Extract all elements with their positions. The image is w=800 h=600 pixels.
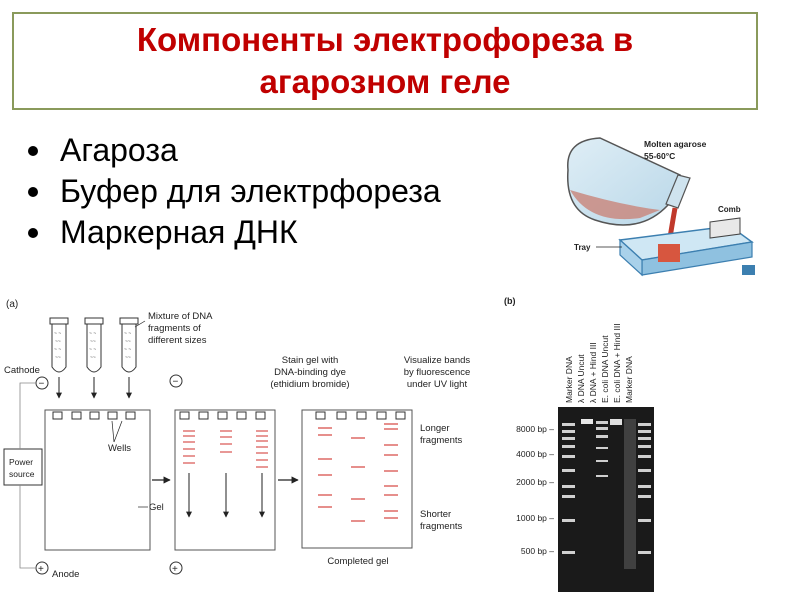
title-line-1: Компоненты электрофореза в bbox=[136, 21, 634, 58]
title-box: Компоненты электрофореза в агарозном гел… bbox=[12, 12, 758, 110]
stain-label-1: Stain gel with bbox=[282, 355, 339, 366]
lambda-uncut-band bbox=[581, 419, 593, 424]
minus-sign: − bbox=[173, 377, 179, 388]
minus-sign: − bbox=[39, 379, 45, 390]
dna-fragment-squiggles: ~ ~ ~~ ~ ~ ~~ ~ ~ ~~ ~ ~ ~~ ~ ~ ~~ ~ ~ ~~ bbox=[54, 331, 131, 361]
separated-bands bbox=[318, 423, 398, 522]
visualize-label-3: under UV light bbox=[407, 379, 468, 390]
shorter-label-2: fragments bbox=[420, 521, 462, 532]
title-line-2: агарозном геле bbox=[259, 63, 511, 100]
panel-label-b: (b) bbox=[504, 296, 516, 306]
visualize-label-1: Visualize bands bbox=[404, 355, 471, 366]
longer-label-2: fragments bbox=[420, 435, 462, 446]
lane-label: E. coli DNA + Hind III bbox=[612, 323, 622, 403]
ecoli-uncut-band bbox=[610, 419, 622, 425]
svg-text:~ ~: ~ ~ bbox=[124, 347, 131, 353]
bullet-list: Агароза Буфер для электрфореза Маркерная… bbox=[22, 130, 441, 253]
lane-label: λ DNA + Hind III bbox=[588, 342, 598, 403]
agarose-in-tray bbox=[658, 244, 680, 262]
ecoli-hind-smear bbox=[624, 419, 636, 569]
plus-terminal-icon bbox=[169, 561, 183, 575]
lane-label: E. coli DNA Uncut bbox=[600, 335, 610, 403]
lambda-hind-bands bbox=[596, 421, 608, 477]
longer-label-1: Longer bbox=[420, 423, 450, 434]
mixture-label-1: Mixture of DNA bbox=[148, 311, 213, 322]
svg-text:~~: ~~ bbox=[55, 339, 61, 345]
lane-label: λ DNA Uncut bbox=[576, 354, 586, 403]
label-tray: Tray bbox=[574, 243, 591, 252]
agarose-pouring-illustration: Molten agarose 55-60°C Comb Tray bbox=[566, 137, 755, 277]
size-label-1000: 1000 bp – bbox=[516, 513, 554, 523]
panel-label-a: (a) bbox=[6, 299, 18, 310]
slide-title: Компоненты электрофореза в агарозном гел… bbox=[137, 19, 633, 103]
bullet-item: Буфер для электрфореза bbox=[22, 171, 441, 212]
label-temperature: 55-60°C bbox=[644, 151, 675, 161]
mixture-label-2: fragments of bbox=[148, 323, 201, 334]
test-tube-icon bbox=[119, 317, 139, 373]
plus-sign: + bbox=[38, 564, 44, 575]
power-source-label-1: Power bbox=[9, 457, 33, 467]
svg-text:~ ~: ~ ~ bbox=[54, 347, 61, 353]
svg-text:~~: ~~ bbox=[90, 339, 96, 345]
molten-agarose-fill bbox=[570, 190, 660, 220]
gel-photograph: (b) Marker DNA λ DNA Uncut λ DNA + Hind … bbox=[504, 296, 654, 592]
svg-text:~ ~: ~ ~ bbox=[54, 331, 61, 337]
test-tube-icon bbox=[84, 317, 104, 373]
svg-text:~~: ~~ bbox=[125, 339, 131, 345]
mixture-label-3: different sizes bbox=[148, 335, 207, 346]
test-tube-icon bbox=[49, 317, 69, 373]
power-source-label-2: source bbox=[9, 469, 35, 479]
svg-text:~ ~: ~ ~ bbox=[89, 331, 96, 337]
wells-label: Wells bbox=[108, 443, 131, 454]
lane-label: Marker DNA bbox=[564, 356, 574, 403]
size-label-8000: 8000 bp – bbox=[516, 424, 554, 434]
cathode-label: Cathode bbox=[4, 365, 40, 376]
svg-text:~~: ~~ bbox=[55, 355, 61, 361]
bullet-item: Агароза bbox=[22, 130, 441, 171]
gel-label: Gel bbox=[149, 502, 164, 513]
stain-label-2: DNA-binding dye bbox=[274, 367, 346, 378]
gel-image bbox=[558, 407, 654, 592]
bullet-dot-icon bbox=[28, 145, 38, 156]
svg-text:~~: ~~ bbox=[90, 355, 96, 361]
marker-bands-right bbox=[638, 423, 651, 554]
svg-text:~ ~: ~ ~ bbox=[89, 347, 96, 353]
svg-text:~~: ~~ bbox=[125, 355, 131, 361]
shorter-label-1: Shorter bbox=[420, 509, 451, 520]
visualize-label-2: by fluorescence bbox=[404, 367, 471, 378]
minus-terminal-icon bbox=[169, 374, 183, 388]
label-molten-agarose: Molten agarose bbox=[644, 139, 707, 149]
plus-sign: + bbox=[172, 564, 178, 575]
power-source-box bbox=[3, 448, 43, 486]
comb-icon bbox=[709, 217, 741, 239]
gel-running bbox=[174, 409, 276, 551]
size-label-2000: 2000 bp – bbox=[516, 477, 554, 487]
completed-gel bbox=[301, 409, 413, 549]
migrating-bands bbox=[183, 430, 268, 468]
label-comb: Comb bbox=[718, 205, 741, 214]
lane-label: Marker DNA bbox=[624, 356, 634, 403]
gel-before bbox=[44, 409, 151, 551]
marker-bands-left bbox=[562, 423, 575, 554]
bullet-text: Буфер для электрфореза bbox=[60, 173, 441, 209]
size-label-500: 500 bp – bbox=[521, 546, 554, 556]
svg-text:~ ~: ~ ~ bbox=[124, 331, 131, 337]
stain-label-3: (ethidium bromide) bbox=[270, 379, 349, 390]
electrophoresis-diagram: (a) ~ ~ ~~ ~ ~ ~~ ~ ~ ~~ ~ ~ ~~ ~ ~ ~~ ~ ~ ~~ Mix… bbox=[3, 299, 471, 580]
bullet-item: Маркерная ДНК bbox=[22, 212, 441, 253]
flask-neck bbox=[665, 174, 691, 209]
bullet-dot-icon bbox=[28, 227, 38, 238]
bullet-text: Агароза bbox=[60, 132, 178, 168]
completed-gel-label: Completed gel bbox=[327, 556, 388, 567]
bullet-dot-icon bbox=[28, 186, 38, 197]
anode-label: Anode bbox=[52, 569, 79, 580]
bullet-text: Маркерная ДНК bbox=[60, 214, 298, 250]
size-label-4000: 4000 bp – bbox=[516, 449, 554, 459]
